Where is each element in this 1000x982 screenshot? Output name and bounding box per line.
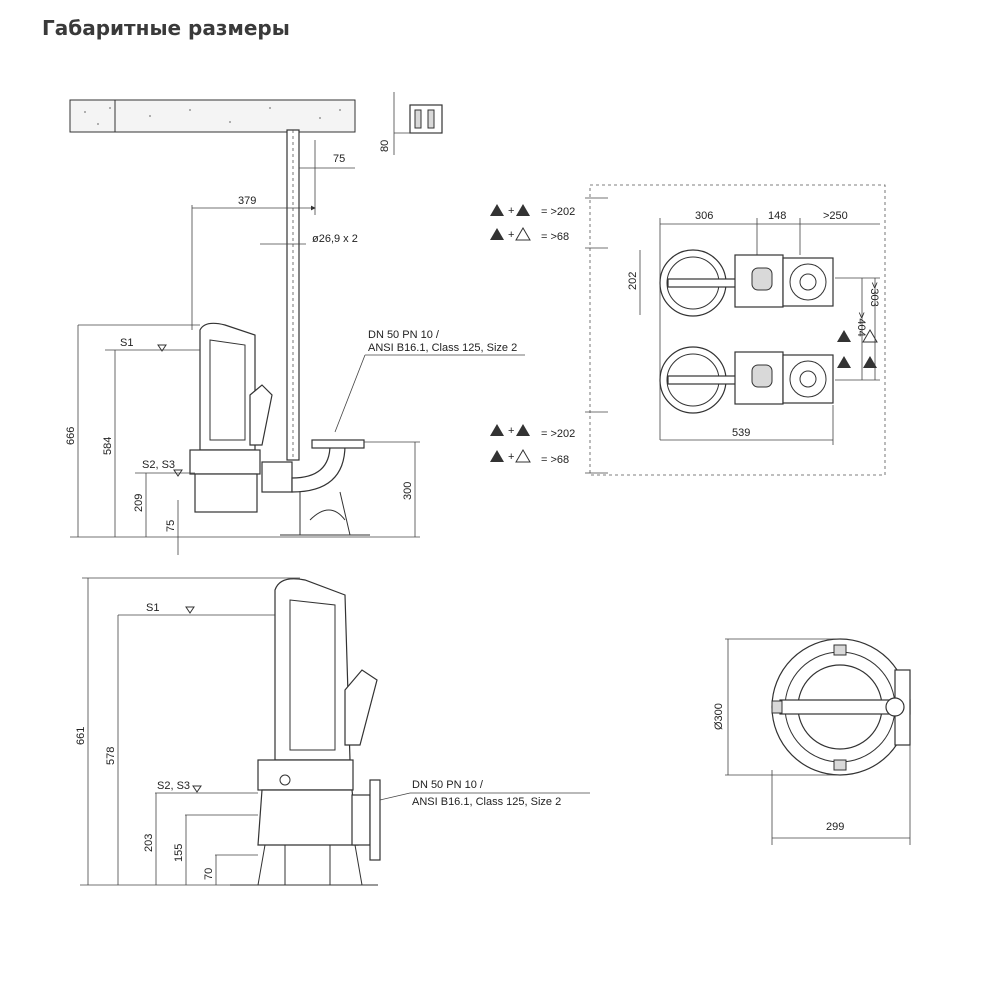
- legend-bottom: + = >202 + = >68: [490, 424, 575, 466]
- level-s1: S1: [120, 337, 133, 349]
- discharge-bend: [291, 444, 346, 493]
- svg-text:+: +: [508, 451, 514, 463]
- dim-379: 379: [238, 195, 256, 207]
- svg-text:+: +: [508, 425, 514, 437]
- ceiling-slab: [69, 99, 356, 133]
- level-s1-b: S1: [146, 602, 159, 614]
- dim-155: 155: [173, 844, 185, 862]
- plan-pump-upper: [659, 249, 834, 317]
- svg-text:+: +: [508, 229, 514, 241]
- dim-666: 666: [65, 427, 77, 445]
- dim-661: 661: [75, 727, 87, 745]
- dim-250: >250: [823, 210, 848, 222]
- round-base-view: Ø300 299: [713, 638, 911, 845]
- level-s2s3: S2, S3: [142, 459, 175, 471]
- dim-70: 70: [203, 868, 215, 880]
- dim-306: 306: [695, 210, 713, 222]
- dim-148: 148: [768, 210, 786, 222]
- dim-578: 578: [105, 747, 117, 765]
- dim-pipe: ø26,9 x 2: [312, 233, 358, 245]
- connection-label-1: DN 50 PN 10 /: [368, 329, 440, 341]
- plan-view: + = >202 + = >68 + = >202 + = >68 306 14…: [490, 184, 886, 476]
- dim-209: 209: [133, 494, 145, 512]
- dim-299: 299: [826, 821, 844, 833]
- legend-68-bottom: = >68: [541, 454, 569, 466]
- connection-label-b2: ANSI B16.1, Class 125, Size 2: [412, 796, 561, 808]
- dim-diameter-300: Ø300: [713, 703, 725, 730]
- legend-202-top: = >202: [541, 206, 575, 218]
- installation-view: 80 75 379 ø26,9 x 2 DN 50 PN 10 / ANSI B…: [65, 92, 525, 555]
- connection-label-2: ANSI B16.1, Class 125, Size 2: [368, 342, 517, 354]
- dim-404: >404: [855, 312, 867, 337]
- dim-80: 80: [379, 140, 391, 152]
- legend-68-top: = >68: [541, 231, 569, 243]
- connection-label-b1: DN 50 PN 10 /: [412, 779, 484, 791]
- page-title: Габаритные размеры: [42, 16, 290, 40]
- dim-202: 202: [627, 272, 639, 290]
- dim-584: 584: [102, 437, 114, 455]
- legend-top: + = >202 + = >68: [490, 204, 575, 243]
- legend-202-bottom: = >202: [541, 428, 575, 440]
- svg-text:+: +: [508, 205, 514, 217]
- dim-75: 75: [165, 520, 177, 532]
- pump-motor: [274, 578, 351, 761]
- dim-303: >303: [868, 282, 880, 307]
- dim-300: 300: [402, 482, 414, 500]
- dim-203: 203: [143, 834, 155, 852]
- level-s2s3-b: S2, S3: [157, 780, 190, 792]
- dim-75-top: 75: [333, 153, 345, 165]
- dim-539: 539: [732, 427, 750, 439]
- freestanding-view: DN 50 PN 10 / ANSI B16.1, Class 125, Siz…: [75, 577, 590, 886]
- plan-pump-lower: [659, 346, 834, 414]
